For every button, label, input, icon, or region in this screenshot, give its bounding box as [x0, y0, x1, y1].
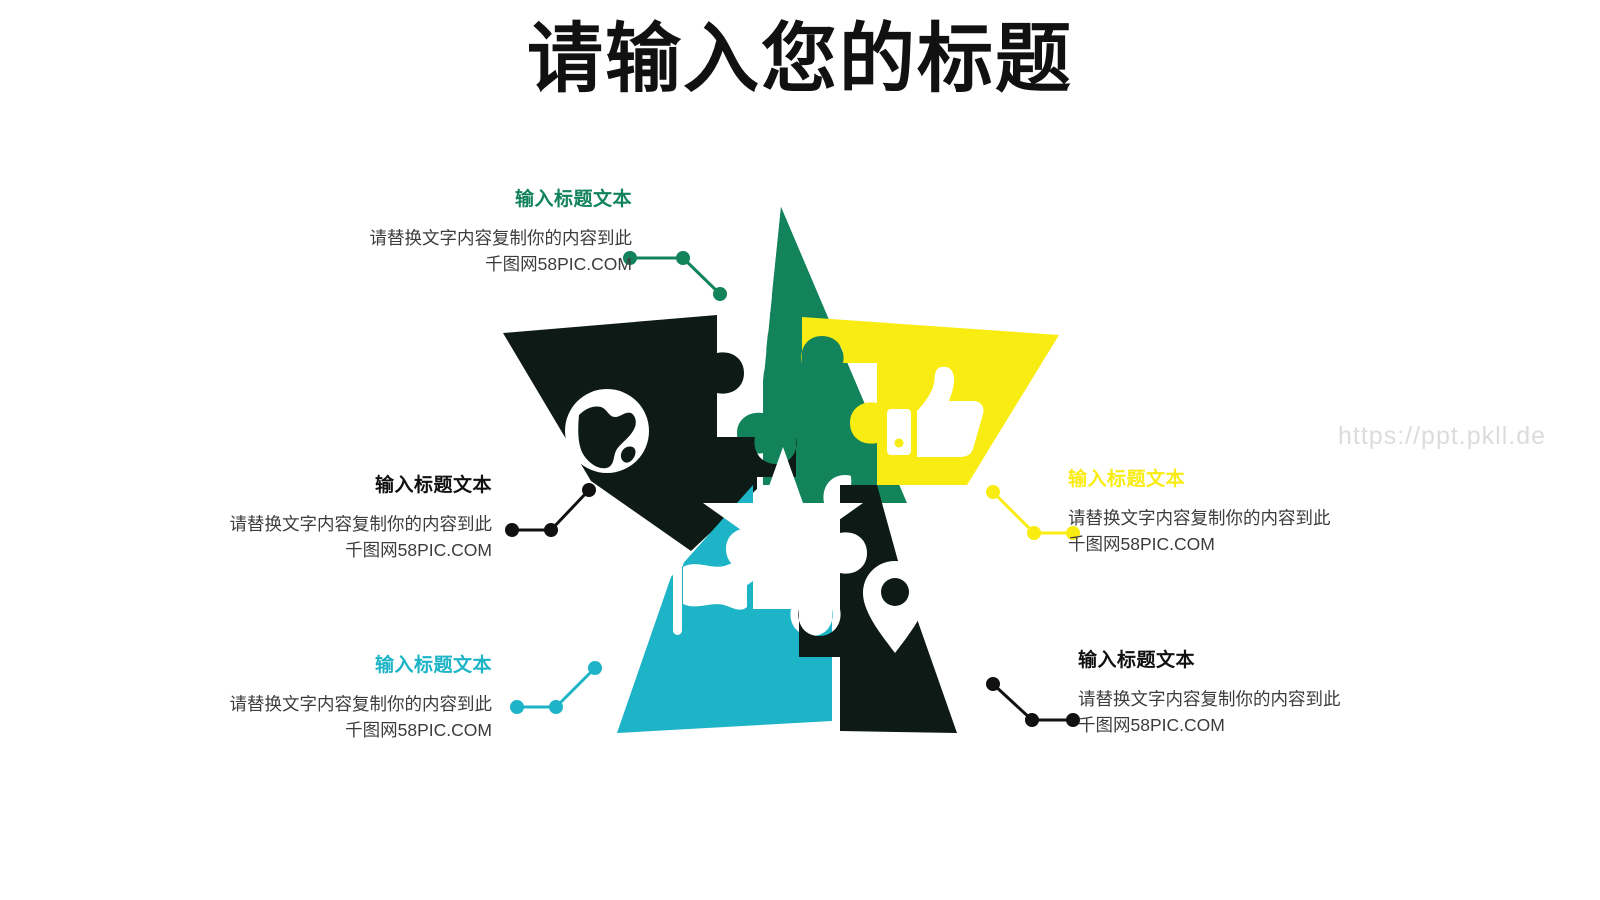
callout-right-body-line1: 请替换文字内容复制你的内容到此: [1068, 508, 1331, 528]
callout-left-title: 输入标题文本: [374, 475, 492, 496]
puzzle-piece-upper-left[interactable]: [503, 315, 797, 551]
callout-top[interactable]: 输入标题文本 请替换文字内容复制你的内容到此 千图网58PIC.COM: [150, 184, 633, 278]
callout-top-body-line1: 请替换文字内容复制你的内容到此: [369, 228, 633, 248]
globe-icon: [565, 389, 649, 473]
callout-top-title: 输入标题文本: [514, 189, 632, 210]
callout-bottom-left-body-line2: 千图网58PIC.COM: [345, 720, 492, 741]
callout-left-body-line1: 请替换文字内容复制你的内容到此: [229, 514, 493, 534]
callout-bottom-right-body-line1: 请替换文字内容复制你的内容到此: [1078, 689, 1341, 709]
callout-right-body-line2: 千图网58PIC.COM: [1068, 534, 1215, 555]
watermark-url: https://ppt.pkll.de: [1338, 422, 1547, 450]
callout-bottom-right-body-line2: 千图网58PIC.COM: [1078, 715, 1225, 736]
callout-left[interactable]: 输入标题文本 请替换文字内容复制你的内容到此 千图网58PIC.COM: [90, 470, 493, 564]
callout-right-title: 输入标题文本: [1068, 469, 1186, 490]
callout-bottom-left-title: 输入标题文本: [374, 655, 492, 676]
callout-bottom-left[interactable]: 输入标题文本 请替换文字内容复制你的内容到此 千图网58PIC.COM: [90, 650, 493, 744]
page-title: 请输入您的标题: [527, 17, 1073, 102]
puzzle-piece-upper-right[interactable]: [791, 317, 1059, 485]
puzzle-piece-lower-left[interactable]: [617, 485, 833, 733]
callout-bottom-left-body-line1: 请替换文字内容复制你的内容到此: [229, 694, 493, 714]
callout-left-body-line2: 千图网58PIC.COM: [345, 540, 492, 561]
map-pin-icon: [863, 561, 927, 653]
callout-right[interactable]: 输入标题文本 请替换文字内容复制你的内容到此 千图网58PIC.COM: [1068, 464, 1488, 558]
callout-top-body-line2: 千图网58PIC.COM: [485, 254, 632, 275]
callout-bottom-right-title: 输入标题文本: [1078, 650, 1196, 671]
thumbs-up-icon: [887, 366, 984, 457]
flag-icon: [671, 557, 747, 635]
center-star-accent: [703, 447, 863, 595]
puzzle-piece-lower-right[interactable]: [798, 485, 961, 733]
star-puzzle-diagram: [495, 185, 1065, 745]
callout-bottom-right[interactable]: 输入标题文本 请替换文字内容复制你的内容到此 千图网58PIC.COM: [1078, 645, 1498, 739]
